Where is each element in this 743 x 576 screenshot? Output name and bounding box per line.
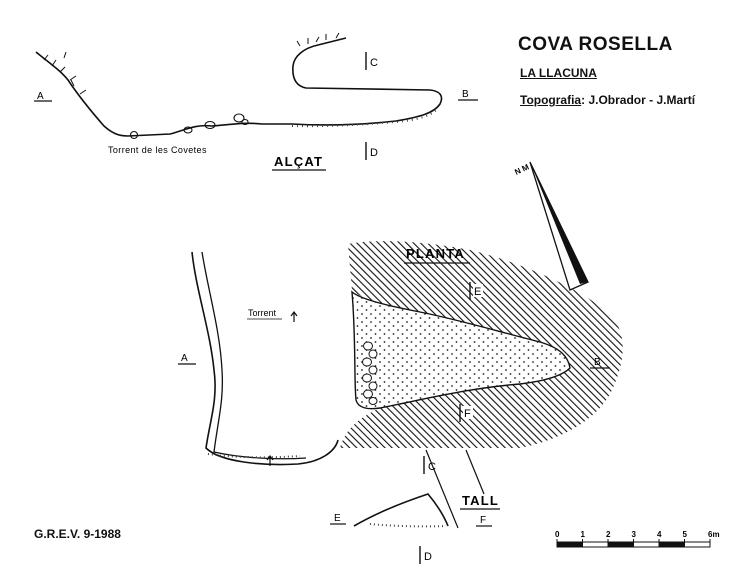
plan-ridge-line-1 xyxy=(425,449,459,529)
scale-bar-segment xyxy=(582,541,609,548)
survey-label: Topografia xyxy=(520,93,582,107)
elevation-cave-ceiling xyxy=(291,37,443,126)
point-a-label: A xyxy=(37,91,44,102)
cross-section-point-e-label: E xyxy=(334,513,341,524)
elevation-vegetation xyxy=(43,51,87,95)
elevation-view: C D A B Torrent de les Covetes ALÇAT xyxy=(34,32,478,171)
survey-authors: : J.Obrador - J.Martí xyxy=(581,93,696,107)
elevation-boulders xyxy=(129,113,249,140)
plan-torrent-right-bank xyxy=(201,251,307,460)
elevation-ground-line xyxy=(35,51,292,137)
plan-ridge-line-2 xyxy=(465,449,485,495)
plan-passage-outline xyxy=(351,290,571,410)
scale-bar-segment xyxy=(607,541,634,548)
elevation-floor-sediment xyxy=(291,107,439,128)
plan-point-a-label: A xyxy=(181,353,188,364)
stream-label: Torrent de les Covetes xyxy=(108,145,207,155)
point-b-label: B xyxy=(462,89,469,100)
cross-section-floor xyxy=(369,523,447,528)
scale-bar-tick-label: 2 xyxy=(606,530,611,539)
flow-arrow-lower xyxy=(266,455,274,466)
survey-credit: Topografia: J.Obrador - J.Martí xyxy=(520,93,695,107)
scale-bar: 0 1 2 3 4 5 6m xyxy=(555,530,720,548)
elevation-ceiling-vegetation xyxy=(296,32,340,47)
plan-torrent-left-bank xyxy=(191,251,339,466)
plan-view-label: PLANTA xyxy=(406,246,465,261)
flow-arrow-icon xyxy=(290,311,298,322)
scale-bar-tick-label: 1 xyxy=(581,530,586,539)
north-arrow-label: N M xyxy=(513,162,530,176)
scale-bar-segment xyxy=(658,541,685,548)
scale-bar-tick-label: 4 xyxy=(657,530,662,539)
scale-bar-segment xyxy=(556,541,583,548)
scale-bar-segment xyxy=(684,541,711,548)
plan-boulder-wall xyxy=(362,341,378,405)
cross-section-view-label: TALL xyxy=(462,493,499,508)
scale-bar-tick-label: 6m xyxy=(708,530,720,539)
cave-title: COVA ROSELLA xyxy=(518,34,673,55)
elevation-view-label: ALÇAT xyxy=(274,154,323,169)
plan-view: PLANTA Torrent A B E F C xyxy=(178,241,623,529)
plan-rock-hatching xyxy=(340,241,623,448)
scale-bar-tick-label: 3 xyxy=(632,530,637,539)
plan-section-c-label: C xyxy=(428,461,436,473)
torrent-label: Torrent xyxy=(248,308,277,318)
section-f-label: F xyxy=(464,408,471,420)
section-e-label-bg xyxy=(473,284,483,297)
cross-section-profile xyxy=(353,493,449,527)
cross-section-view: TALL E F D xyxy=(330,493,500,564)
scale-bar-segment xyxy=(633,541,660,548)
cross-section-section-d-label: D xyxy=(424,551,432,563)
section-e-label: E xyxy=(474,286,481,298)
group-credit: G.R.E.V. 9-1988 xyxy=(34,527,121,541)
plan-point-b-label: B xyxy=(594,357,601,368)
scale-bar-tick-label: 0 xyxy=(555,530,560,539)
town-name: LA LLACUNA xyxy=(520,66,597,80)
section-c-label: C xyxy=(370,57,378,69)
cross-section-point-f-label: F xyxy=(480,515,486,526)
section-d-label: D xyxy=(370,147,378,159)
north-arrow-fill xyxy=(530,162,588,284)
section-f-label-bg xyxy=(463,406,473,419)
scale-bar-tick-label: 5 xyxy=(683,530,688,539)
plan-torrent-bed xyxy=(207,453,301,459)
